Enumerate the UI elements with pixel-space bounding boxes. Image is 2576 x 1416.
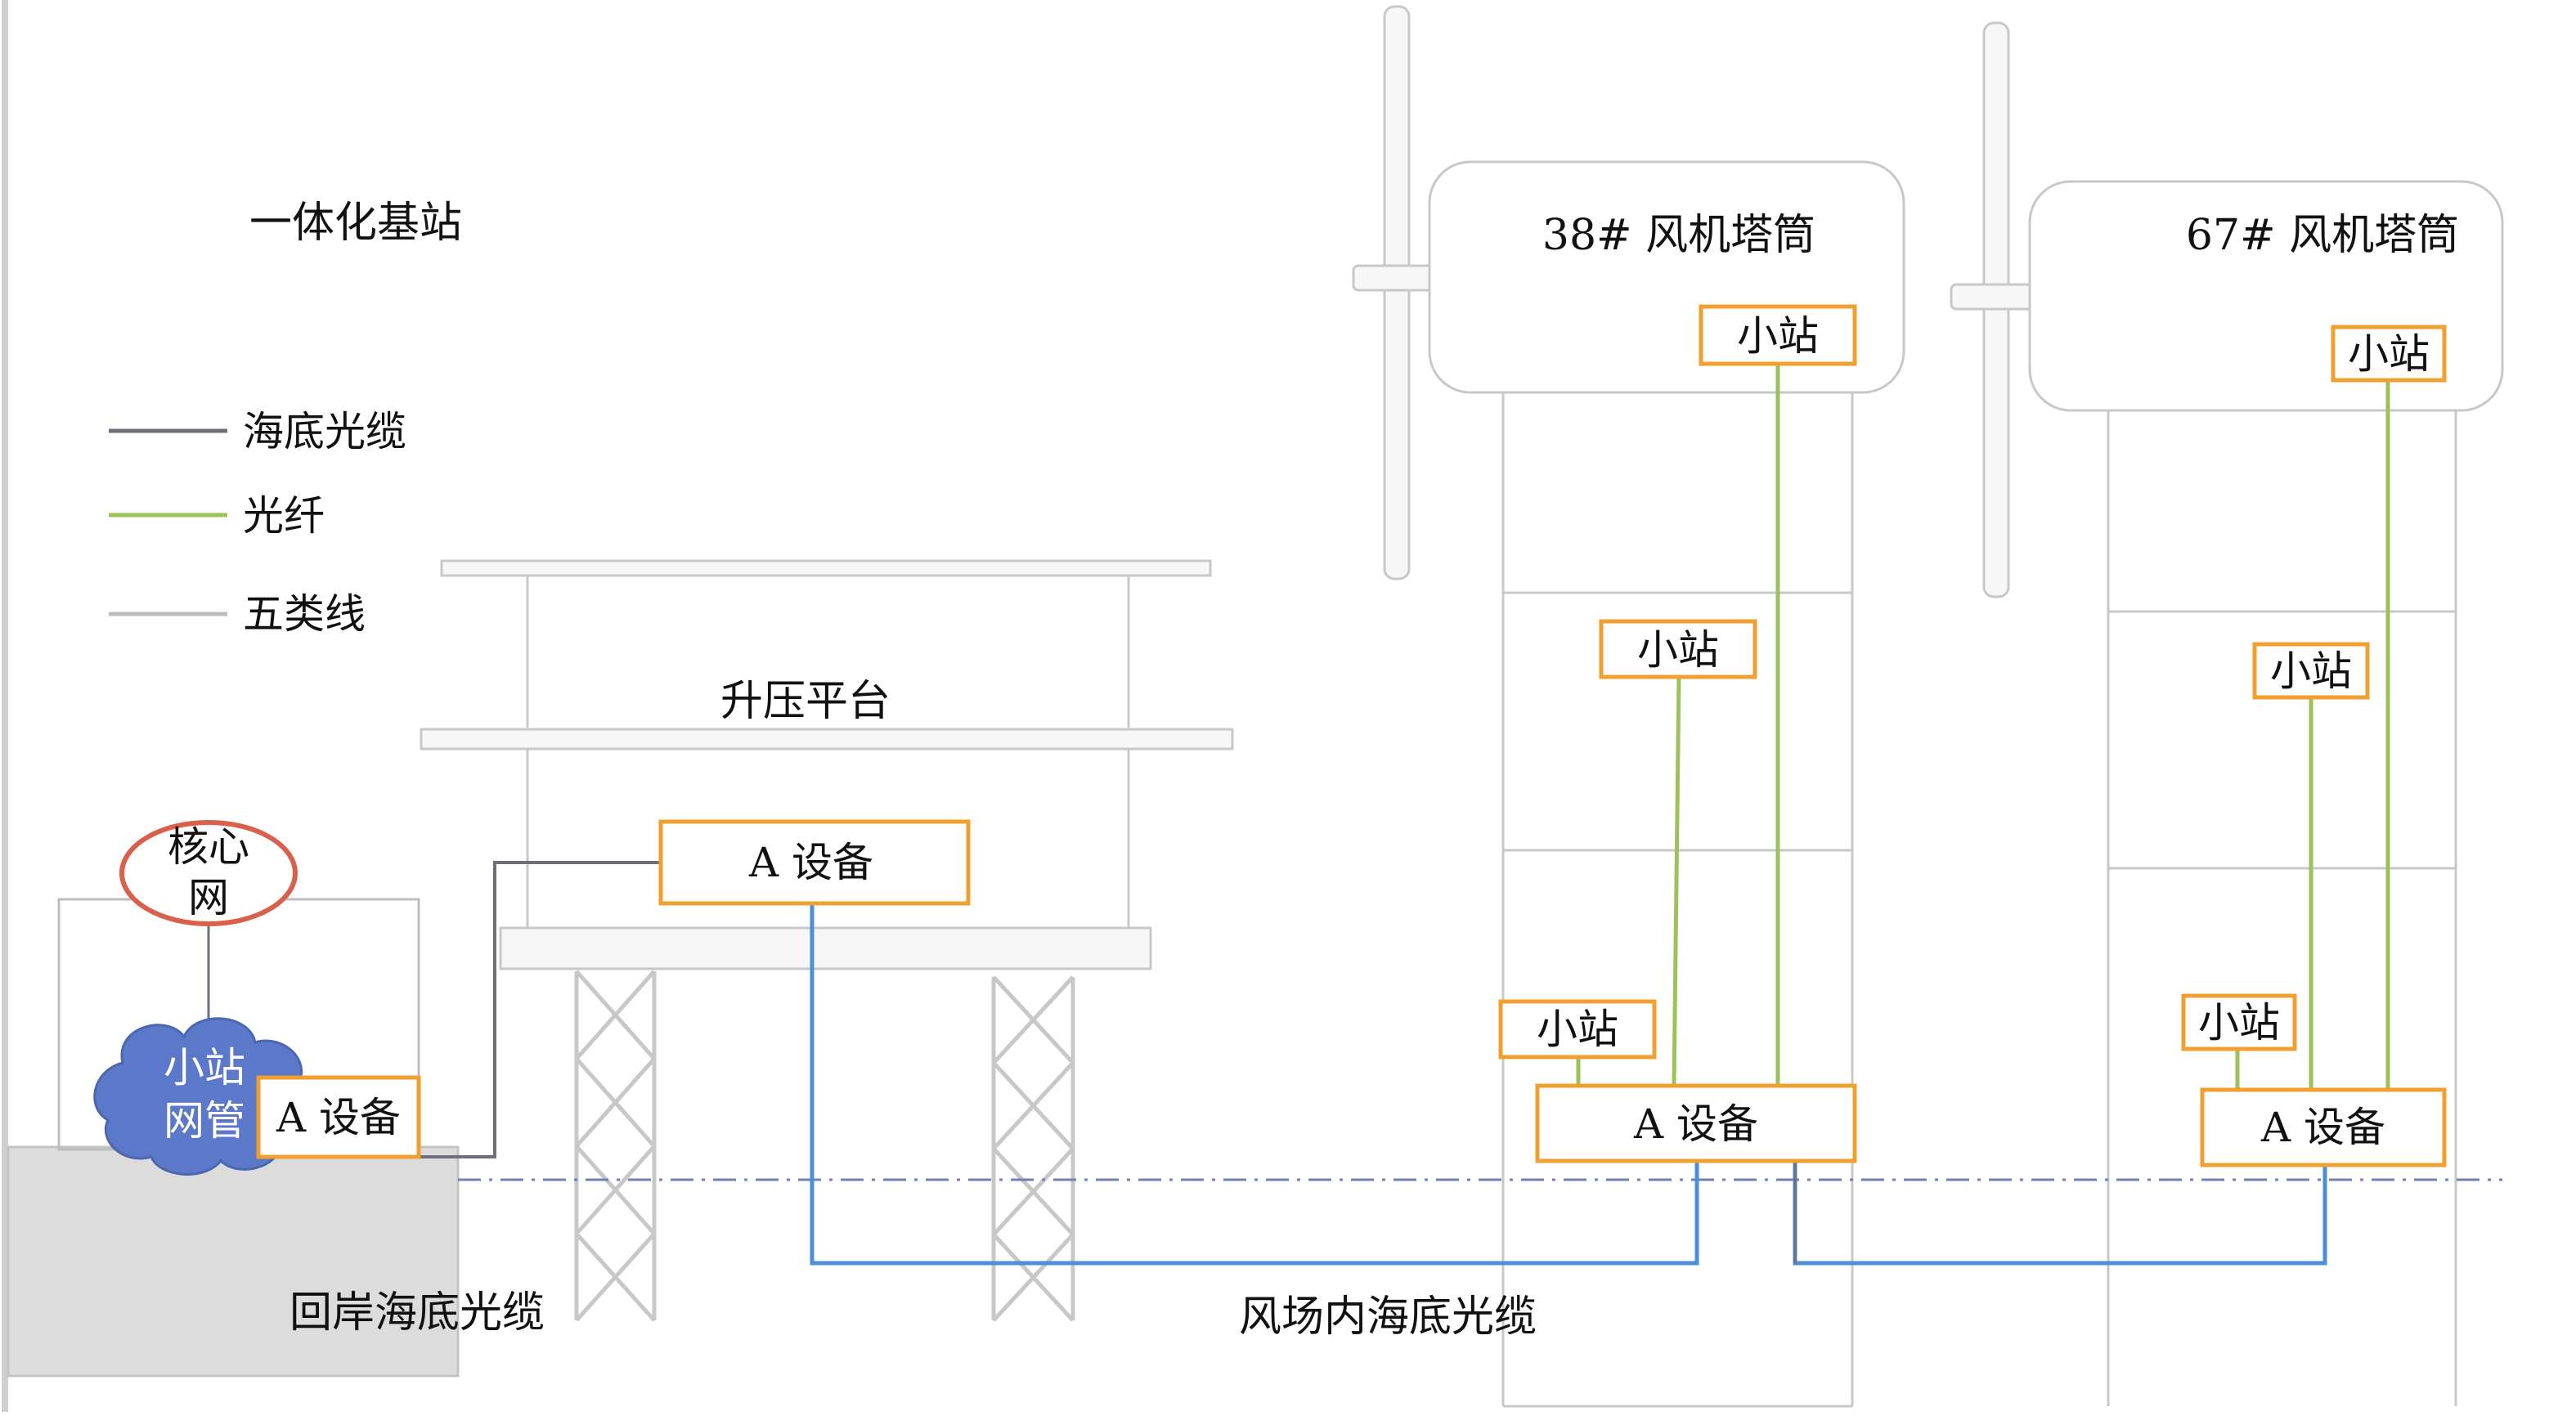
- legend-label-submarine-cable: 海底光缆: [243, 408, 406, 455]
- mgmt-label-1: 小站: [164, 1044, 245, 1091]
- turbine-67-small-cell-bottom: [2181, 993, 2297, 1051]
- shore-a-device-label: A 设备: [276, 1094, 401, 1141]
- field-cable-label: 风场内海底光缆: [1239, 1293, 1537, 1342]
- field-cable-38-to-67: [1793, 1161, 2327, 1266]
- turbine-67-a-device: [2200, 1087, 2447, 1167]
- title: 一体化基站: [249, 199, 462, 248]
- turbine-67-small-cell-bottom-label: 小站: [2198, 999, 2280, 1046]
- shore-a-device: [256, 1075, 421, 1159]
- turbine-67-label: 67# 风机塔筒: [2186, 211, 2459, 260]
- legend-label-fiber: 光纤: [243, 492, 325, 540]
- turbine-38-small-cell-top: [1699, 304, 1857, 366]
- turbine-38-a-device: [1535, 1083, 1857, 1163]
- turbine-67-small-cell-top-label: 小站: [2348, 330, 2430, 378]
- turbine-38-small-cell-bottom-label: 小站: [1537, 1006, 1618, 1053]
- turbine-38-a-device-label: A 设备: [1633, 1100, 1758, 1148]
- mgmt-label-2: 网管: [164, 1097, 245, 1145]
- legend: 海底光缆 光纤 五类线: [109, 408, 406, 638]
- shore-submarine-cable: [419, 861, 661, 1158]
- fiber-38-middle: [1672, 676, 1681, 1087]
- platform-leg-right: [991, 975, 1075, 1322]
- shore-box: [7, 1145, 460, 1378]
- turbine-38-small-cell-middle-label: 小站: [1637, 626, 1719, 674]
- shore-cable-label: 回岸海底光缆: [289, 1288, 545, 1338]
- turbine-67-a-device-label: A 设备: [2260, 1104, 2385, 1151]
- turbine-38-small-cell-middle: [1599, 619, 1757, 679]
- core-network-label-2: 网: [188, 874, 229, 921]
- legend-label-cat5: 五类线: [243, 590, 366, 638]
- platform-label: 升压平台: [720, 677, 891, 726]
- booster-platform: [420, 559, 1234, 970]
- turbine-38-small-cell-bottom: [1498, 999, 1657, 1060]
- turbine-67-small-cell-middle: [2252, 642, 2370, 700]
- turbine-67-small-cell-top: [2331, 325, 2447, 383]
- turbine-38-small-cell-top-label: 小站: [1737, 312, 1819, 360]
- turbine-67-small-cell-middle-label: 小站: [2270, 648, 2352, 695]
- platform-a-device: [658, 819, 971, 906]
- core-network-label-1: 核心: [168, 823, 249, 871]
- platform-a-device-label: A 设备: [748, 839, 873, 886]
- core-network-node: [119, 820, 298, 926]
- field-cable-platform-to-38: [810, 903, 1699, 1266]
- turbine-38-label: 38# 风机塔筒: [1542, 211, 1815, 260]
- platform-leg-left: [574, 970, 657, 1322]
